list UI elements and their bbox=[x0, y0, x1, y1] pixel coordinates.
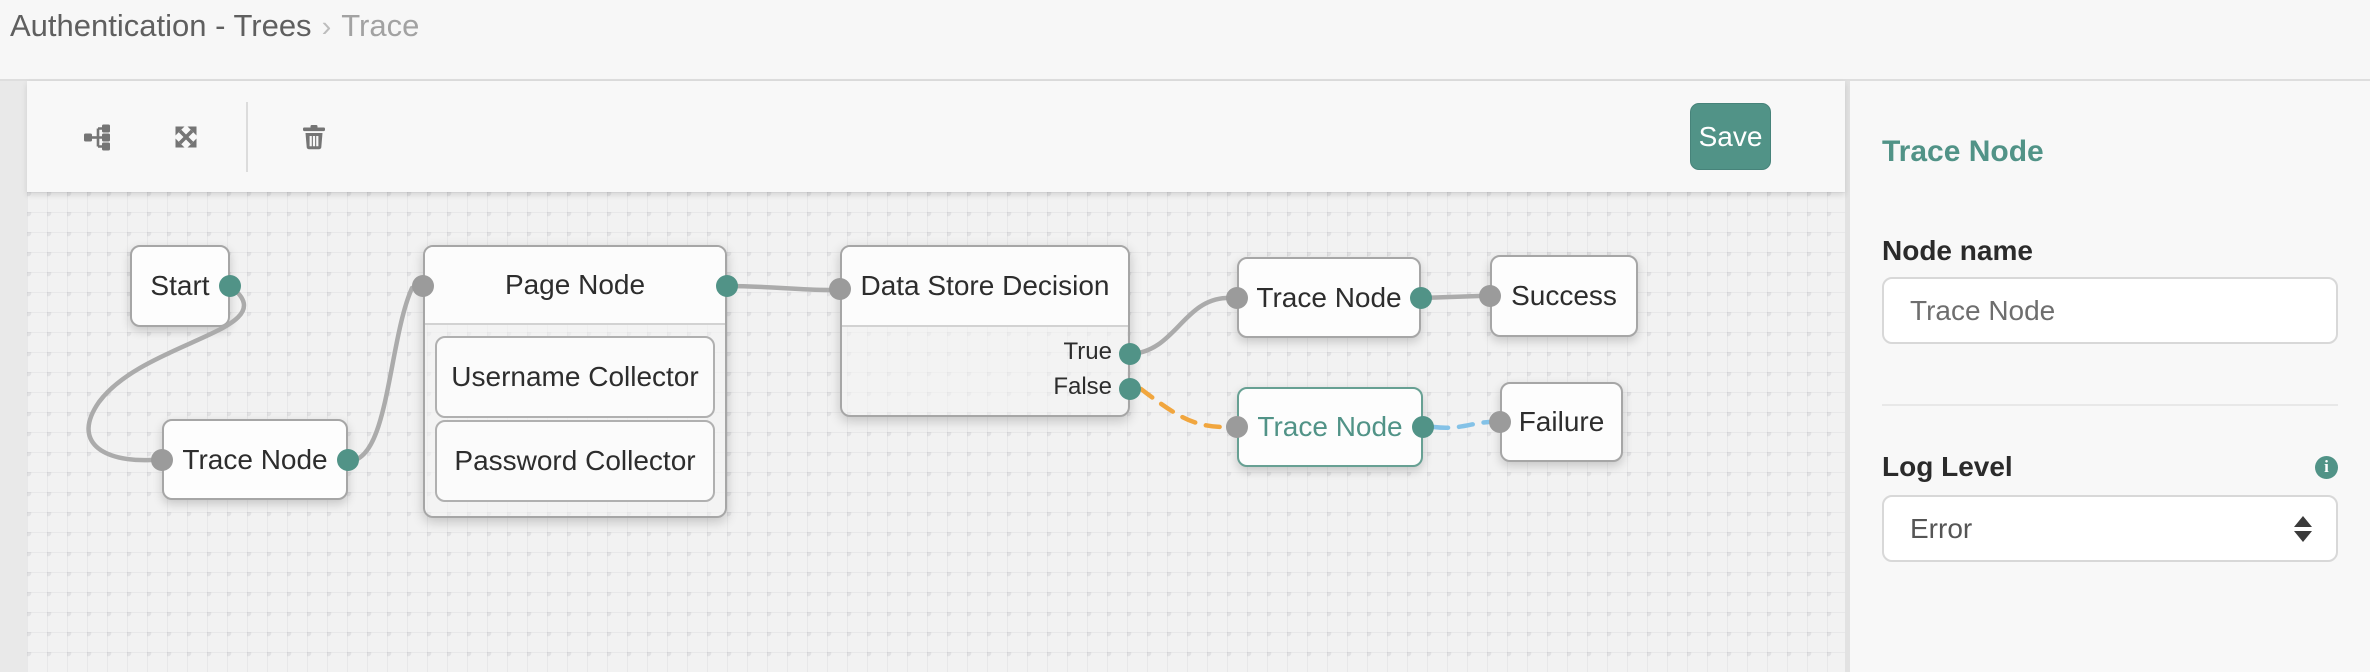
node-properties-panel: Trace Node Node name Log Level i Error bbox=[1850, 81, 2370, 672]
edge-trace3-to-failure-blue-dashed bbox=[1431, 419, 1492, 430]
breadcrumb-trees-link[interactable]: Authentication - Trees bbox=[10, 8, 312, 43]
data-store-decision-title: Data Store Decision bbox=[842, 247, 1128, 327]
edge-trace2-to-success bbox=[1418, 293, 1482, 301]
auto-layout-button[interactable] bbox=[84, 123, 112, 151]
edge-trace1-to-page bbox=[345, 285, 415, 464]
node-start[interactable]: Start bbox=[130, 245, 230, 327]
breadcrumb-separator: › bbox=[321, 11, 332, 43]
expand-arrows-icon bbox=[172, 123, 200, 151]
trash-icon bbox=[300, 123, 328, 151]
left-gutter bbox=[0, 81, 27, 672]
auto-layout-tree-icon bbox=[84, 123, 112, 151]
node-trace-3-selected[interactable]: Trace Node bbox=[1237, 387, 1423, 467]
edge-true-to-trace2 bbox=[1127, 295, 1229, 357]
page-node-body: Username Collector Password Collector bbox=[425, 325, 725, 502]
outcome-false-label: False bbox=[1053, 372, 1112, 400]
edge-page-to-decision bbox=[724, 283, 832, 293]
log-level-value: Error bbox=[1910, 512, 1973, 544]
save-button[interactable]: Save bbox=[1690, 103, 1771, 170]
data-store-decision-body: True False bbox=[842, 327, 1128, 404]
node-page[interactable]: Page Node Username Collector Password Co… bbox=[423, 245, 727, 518]
info-circle-icon[interactable]: i bbox=[2315, 455, 2338, 479]
node-name-input[interactable] bbox=[1882, 277, 2338, 344]
node-name-label: Node name bbox=[1882, 235, 2033, 266]
delete-node-button[interactable] bbox=[300, 123, 328, 151]
panel-divider bbox=[1845, 81, 1850, 672]
node-success[interactable]: Success bbox=[1490, 255, 1638, 337]
fullscreen-button[interactable] bbox=[172, 123, 200, 151]
node-data-store-decision[interactable]: Data Store Decision True False bbox=[840, 245, 1130, 417]
node-username-collector[interactable]: Username Collector bbox=[435, 336, 715, 418]
canvas-toolbar: Save bbox=[27, 81, 1845, 192]
panel-section-divider bbox=[1882, 404, 2338, 406]
log-level-select[interactable]: Error bbox=[1882, 495, 2338, 562]
toolbar-divider bbox=[246, 101, 248, 172]
outcome-true-label: True bbox=[1063, 337, 1112, 365]
edge-false-to-trace3-orange-dashed bbox=[1138, 386, 1229, 430]
node-failure[interactable]: Failure bbox=[1500, 382, 1623, 462]
node-trace-1[interactable]: Trace Node bbox=[162, 419, 348, 500]
main-area: Save Start Trace Node Page Node Username… bbox=[0, 81, 2370, 672]
workspace: Save Start Trace Node Page Node Username… bbox=[27, 81, 1845, 672]
up-down-arrows-icon bbox=[2294, 515, 2312, 542]
node-trace-2[interactable]: Trace Node bbox=[1237, 257, 1421, 338]
breadcrumb-current: Trace bbox=[341, 8, 420, 43]
breadcrumb: Authentication - Trees › Trace bbox=[10, 6, 2370, 47]
breadcrumb-bar: Authentication - Trees › Trace bbox=[0, 0, 2370, 81]
log-level-label: Log Level bbox=[1882, 451, 2013, 482]
panel-title: Trace Node bbox=[1882, 135, 2044, 168]
tree-canvas[interactable]: Start Trace Node Page Node Username Coll… bbox=[27, 192, 1845, 672]
page-node-title: Page Node bbox=[425, 247, 725, 325]
node-password-collector[interactable]: Password Collector bbox=[435, 420, 715, 502]
